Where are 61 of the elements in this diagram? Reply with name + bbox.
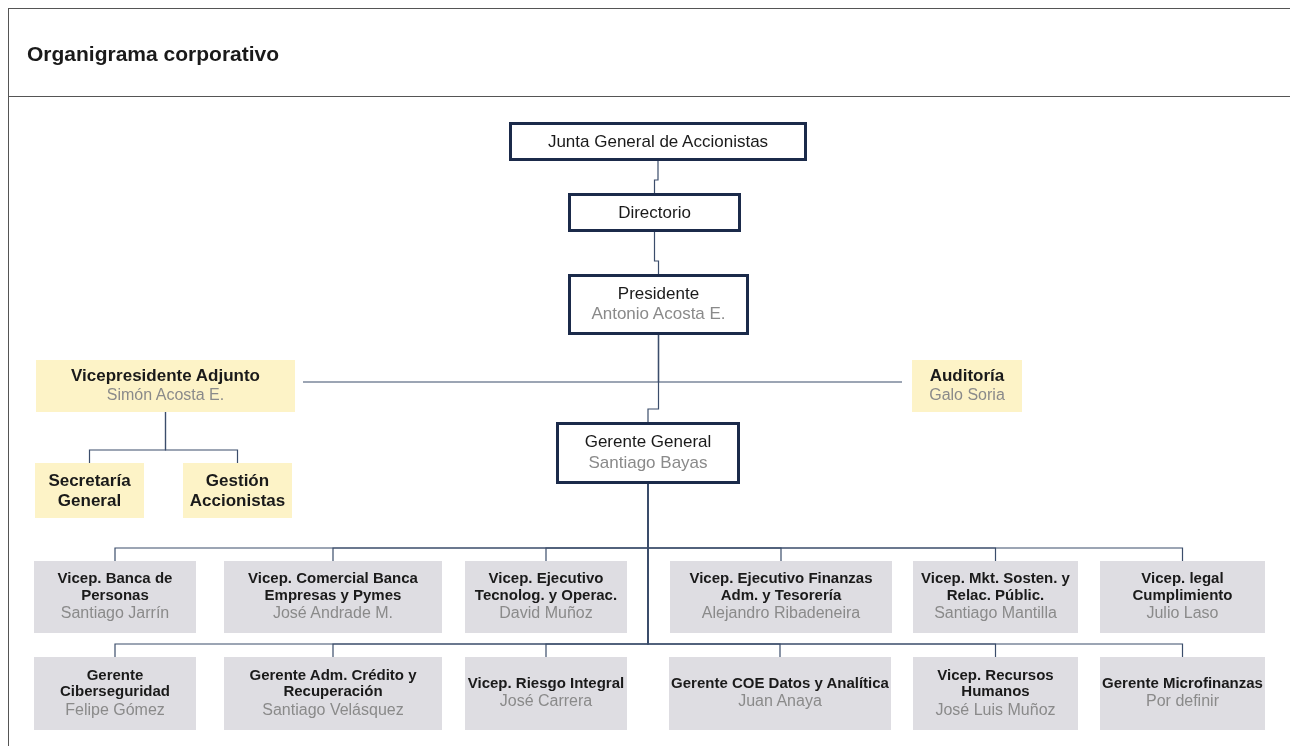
org-box — [183, 463, 292, 518]
role-title: Vicepresidente Adjunto — [71, 365, 260, 386]
person-name: José Andrade M. — [272, 603, 394, 624]
org-box — [509, 122, 807, 161]
role-title: Presidente — [617, 283, 700, 304]
person-name: Simón Acosta E. — [106, 385, 225, 406]
org-box — [34, 561, 196, 633]
org-box — [556, 422, 740, 484]
role-title: Gerente COE Datos y Analítica — [671, 674, 889, 692]
person-name: Santiago Velásquez — [262, 699, 404, 720]
org-box — [913, 657, 1078, 730]
org-box — [670, 561, 892, 633]
person-name: Santiago Jarrín — [60, 603, 170, 624]
role-title: Vicep. legal Cumplimiento — [1131, 570, 1234, 604]
role-title: Gestión Accionistas — [188, 470, 287, 511]
org-box — [465, 561, 627, 633]
person-name: Julio Laso — [1146, 603, 1219, 624]
person-name: Por definir — [1146, 691, 1219, 712]
role-title: Auditoría — [929, 365, 1005, 386]
chart-title: Organigrama corporativo — [27, 42, 280, 66]
org-box — [36, 360, 295, 412]
org-box — [568, 193, 741, 232]
role-title: Junta General de Accionistas — [547, 131, 769, 152]
role-title: Vicep. Mkt. Sosten. y Relac. Públic. — [920, 570, 1071, 604]
connector-line — [653, 231, 660, 275]
org-box — [1100, 561, 1265, 633]
person-name: Juan Anaya — [738, 691, 822, 712]
person-name: José Luis Muñoz — [935, 699, 1056, 720]
person-name: Santiago Bayas — [588, 451, 708, 474]
connector-line — [653, 160, 659, 194]
role-title: Vicep. Comercial Banca Empresas y Pymes — [247, 570, 419, 604]
person-name: Felipe Gómez — [65, 699, 165, 720]
org-box — [913, 561, 1078, 633]
role-title: Vicep. Ejecutivo Finanzas Adm. y Tesorería — [688, 570, 874, 604]
org-box — [465, 657, 627, 730]
org-box — [34, 657, 196, 730]
role-title: Gerente General — [584, 432, 712, 452]
role-title: Vicep. Banca de Personas — [56, 570, 174, 604]
role-title: Gerente Microfinanzas — [1102, 674, 1263, 692]
role-title: Gerente Ciberseguridad — [59, 666, 171, 700]
role-title: Vicep. Riesgo Integral — [467, 674, 625, 692]
person-name: Alejandro Ribadeneira — [701, 603, 861, 624]
org-box — [35, 463, 144, 518]
person-name: Antonio Acosta E. — [591, 303, 726, 326]
person-name: Santiago Mantilla — [934, 603, 1057, 624]
org-box — [224, 561, 442, 633]
role-title: Gerente Adm. Crédito y Recuperación — [248, 666, 418, 700]
role-title: Directorio — [618, 202, 691, 223]
org-box — [1100, 657, 1265, 730]
connector-line — [164, 411, 239, 464]
role-title: Secretaría General — [47, 470, 132, 511]
person-name: Galo Soria — [929, 385, 1005, 406]
org-box — [568, 274, 749, 335]
org-box — [912, 360, 1022, 412]
org-box — [669, 657, 891, 730]
org-box — [224, 657, 442, 730]
person-name: David Muñoz — [499, 603, 593, 624]
role-title: Vicep. Ejecutivo Tecnolog. y Operac. — [473, 570, 619, 604]
person-name: José Carrera — [499, 691, 593, 712]
connector-line — [647, 334, 660, 423]
role-title: Vicep. Recursos Humanos — [936, 666, 1055, 700]
